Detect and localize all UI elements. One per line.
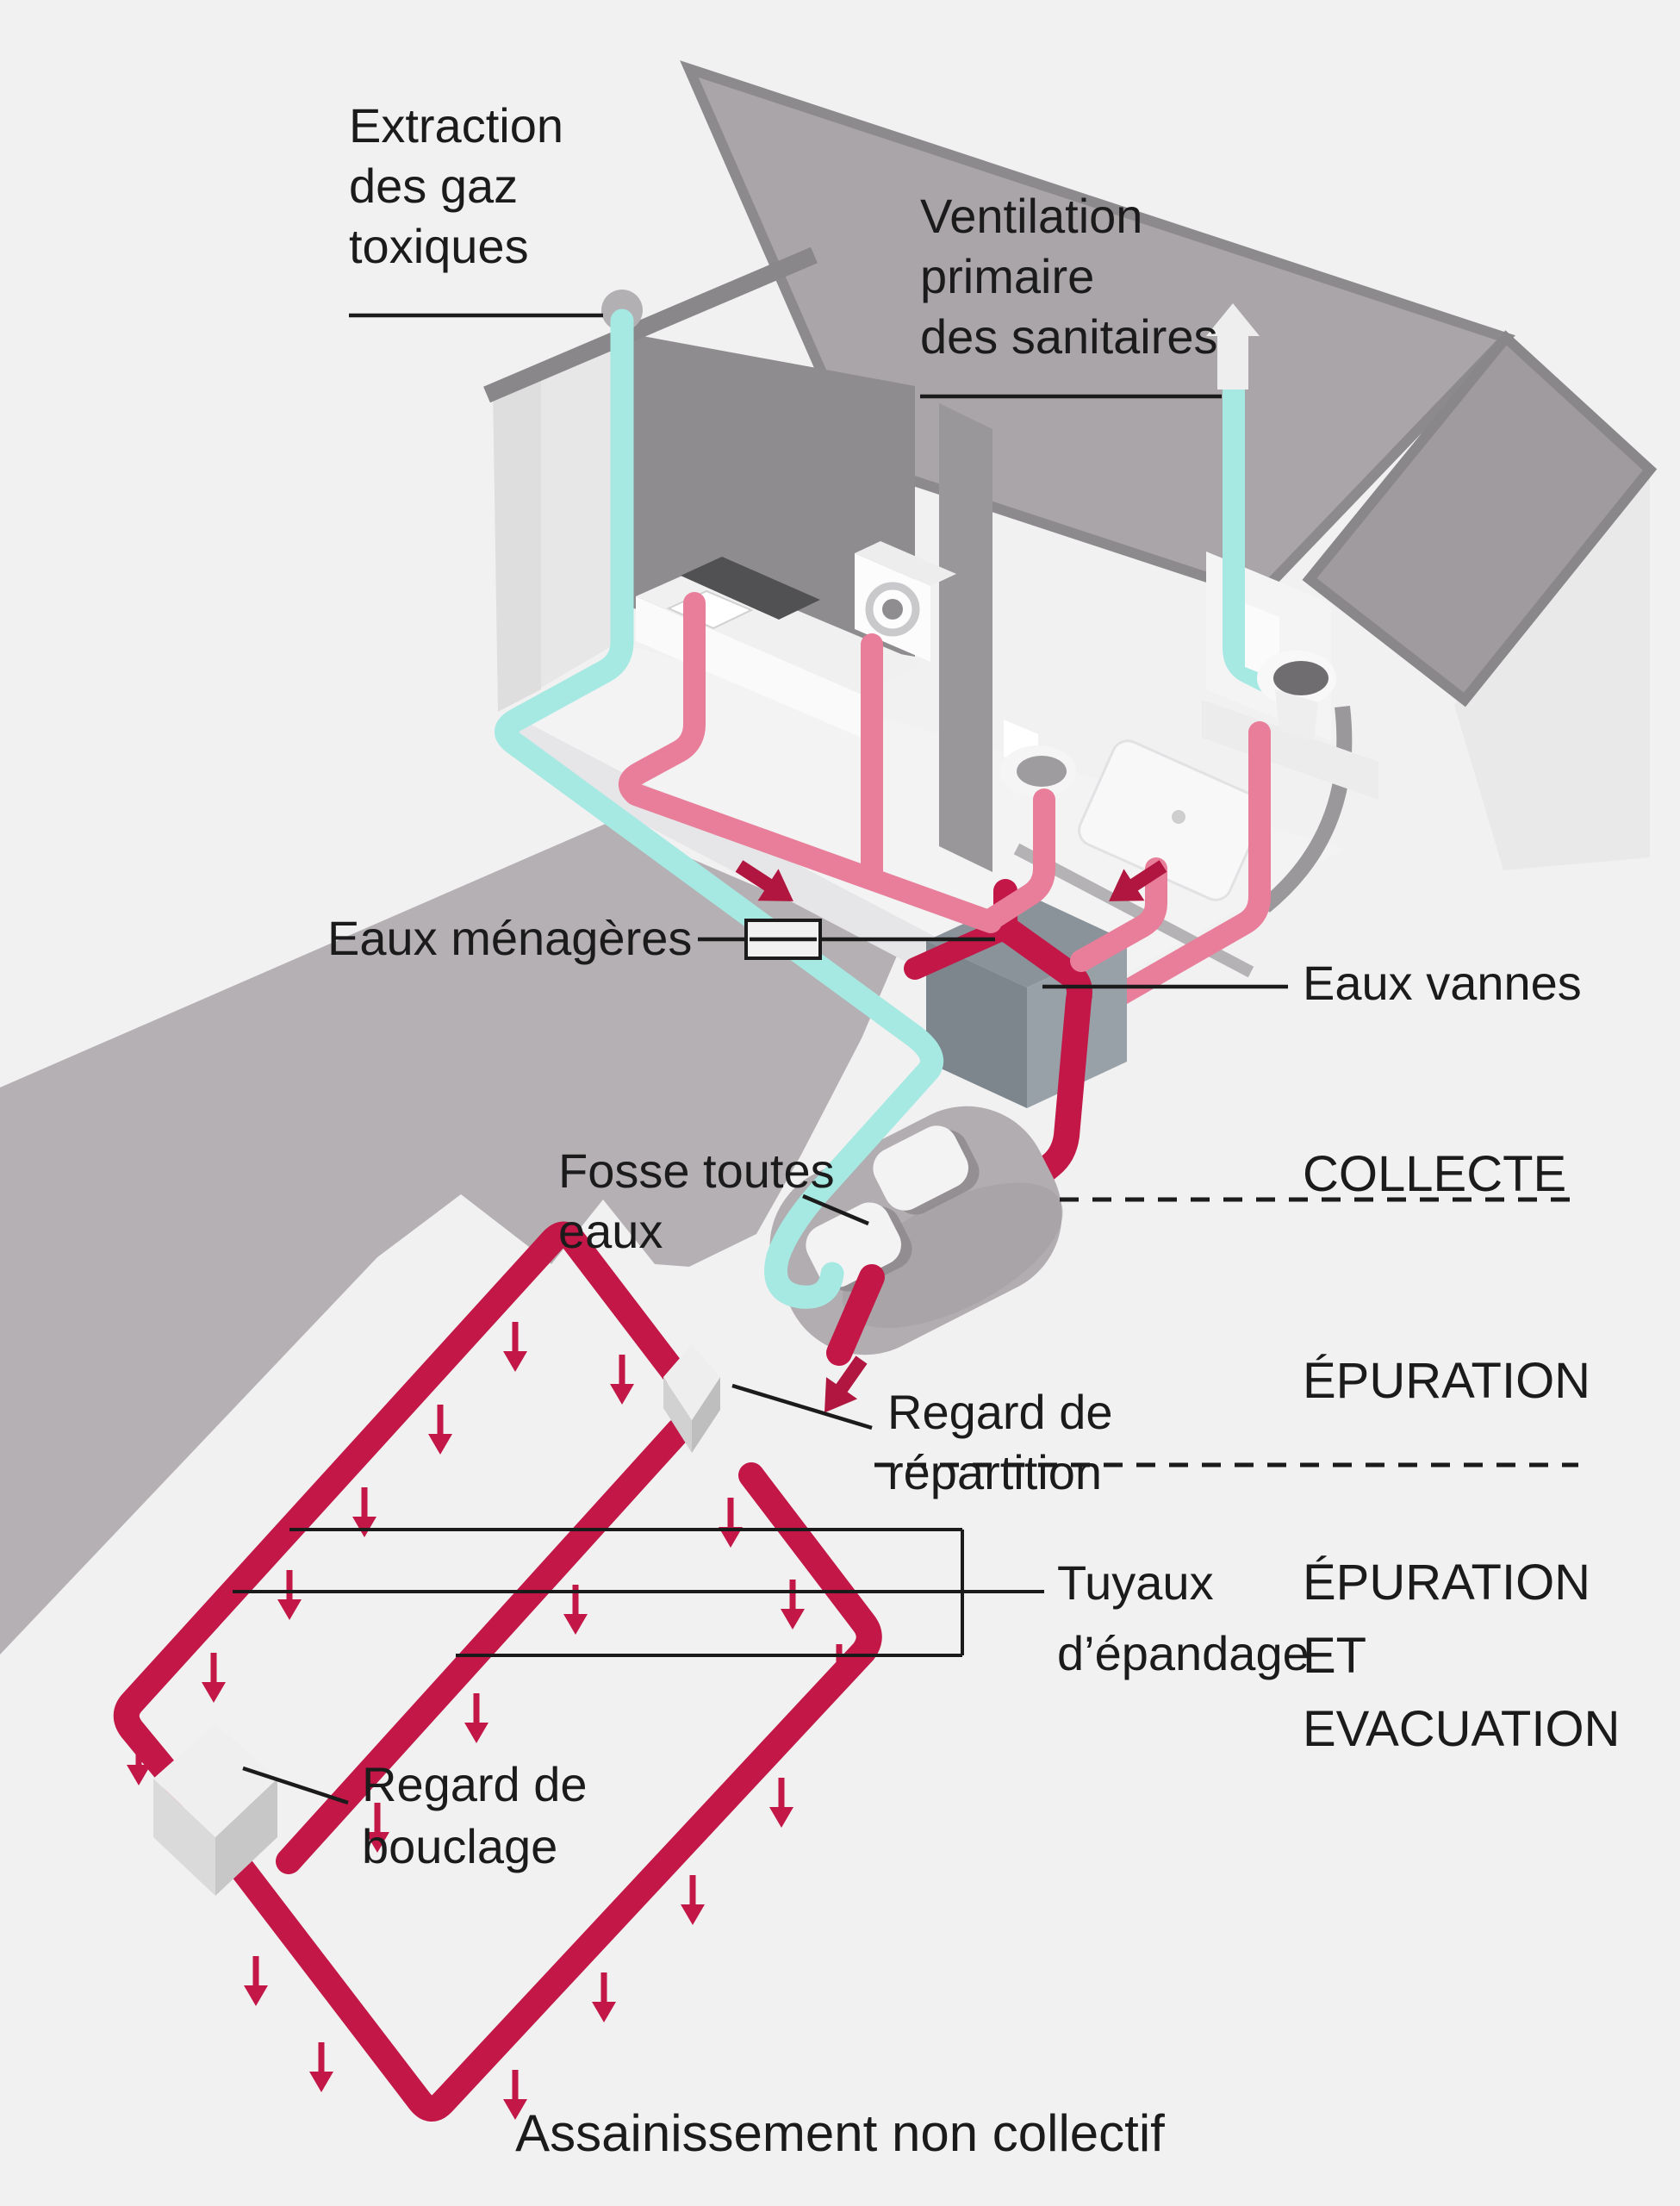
label-repartition-line1: Regard de (887, 1385, 1113, 1439)
vent-pipe-upstairs (1223, 375, 1276, 692)
tank-outlet-pipe (826, 1264, 885, 1366)
toilet-seat-opening (1017, 756, 1067, 787)
cube-right (692, 1377, 720, 1453)
infiltration-arrow (352, 1487, 376, 1537)
infiltration-arrow (503, 1322, 527, 1372)
gas-extraction-pipe (495, 308, 943, 1309)
sewage-main (992, 915, 1092, 1195)
epandage-field (113, 1221, 882, 2122)
toilet-seat-opening (1273, 661, 1328, 695)
label-fosse-line2: eaux (558, 1204, 663, 1258)
regard-repartition (663, 1344, 720, 1453)
infiltration-arrow (681, 1875, 705, 1925)
label-fosse-line1: Fosse toutes (558, 1144, 835, 1198)
epandage-pipe-middle (276, 1418, 692, 1874)
upstairs-floor (1202, 700, 1378, 800)
zone-epuration-evacuation-line2: ET (1303, 1628, 1366, 1684)
greywater-pipes (619, 592, 1167, 972)
labels: Extraction des gaz toxiques Ventilation … (327, 98, 1620, 2162)
house (483, 60, 1658, 1047)
infiltration-arrow (127, 1736, 151, 1785)
infiltration-arrow (464, 1693, 488, 1743)
washing-machine-top (855, 541, 956, 586)
zone-collecte: COLLECTE (1303, 1146, 1566, 1202)
tank-shade (842, 1182, 1063, 1328)
pipe-shower (1070, 857, 1167, 972)
cube-top (153, 1723, 277, 1837)
pipe-toilet-ground (981, 788, 1055, 930)
flow-arrow (1109, 860, 1167, 901)
left-roof-fascia (483, 246, 818, 403)
curved-bathroom-wall (1260, 705, 1353, 913)
washing-machine-door (865, 582, 920, 637)
toilet-upstairs (1245, 603, 1336, 741)
zone-epuration-evacuation-line1: ÉPURATION (1303, 1555, 1590, 1611)
shower-drain (1172, 810, 1185, 824)
infiltration-arrow (365, 1803, 389, 1853)
label-eaux-vannes: Eaux vannes (1303, 956, 1582, 1010)
infiltration-arrow (827, 1644, 851, 1694)
terrain-band (0, 823, 900, 1654)
label-extraction-line2: des gaz (349, 159, 518, 213)
pipe-toilet-upstairs (1053, 721, 1271, 1038)
flow-arrow (735, 860, 793, 901)
bathroom (1000, 705, 1353, 913)
toilet-base (1275, 689, 1318, 741)
regard-bouclage (153, 1723, 277, 1896)
label-tuyaux-line1: Tuyaux (1057, 1555, 1214, 1610)
infiltration-arrows (127, 1322, 851, 2120)
leader-fosse (802, 1193, 869, 1226)
foundation-left (926, 941, 1027, 1108)
leader-repartition (731, 1383, 873, 1430)
left-gable-wall (493, 362, 541, 712)
leader-bouclage (242, 1766, 349, 1805)
infiltration-arrow (202, 1653, 226, 1703)
leader-lines (242, 313, 1288, 1805)
tank-lid (873, 1125, 969, 1211)
cube-left (153, 1779, 215, 1896)
infiltration-arrow (503, 2070, 527, 2120)
tuyaux-bracket (233, 1528, 1044, 1657)
right-gable-wall (1454, 470, 1650, 870)
cube-top (663, 1344, 720, 1420)
flow-arrows (735, 860, 1167, 1413)
infiltration-arrow (592, 1972, 616, 2022)
infiltration-arrow (309, 2042, 333, 2092)
infiltration-arrow (244, 1956, 268, 2006)
pipe-kitchen-sink (619, 592, 1002, 933)
washing-machine-door-glass (882, 599, 903, 620)
label-ventilation-line1: Ventilation (920, 189, 1142, 243)
epandage-pipe-south-east (218, 1462, 882, 2122)
partition-wall (939, 403, 992, 872)
cooktop (681, 557, 820, 620)
label-extraction-line3: toxiques (349, 219, 529, 273)
label-ventilation-line2: primaire (920, 249, 1094, 303)
secondary-roof (1302, 330, 1658, 707)
infiltration-arrow (610, 1355, 634, 1405)
toilet-ground-floor (1000, 720, 1076, 797)
cube-right (215, 1779, 277, 1896)
infiltration-arrow (781, 1580, 805, 1630)
zone-epuration: ÉPURATION (1303, 1353, 1590, 1409)
label-tuyaux-line2: d’épandage (1057, 1626, 1310, 1680)
label-bouclage-line1: Regard de (362, 1757, 588, 1811)
diagram-title: Assainissement non collectif (515, 2104, 1165, 2162)
epandage-pipe-north-west (113, 1221, 687, 1806)
label-ventilation-line3: des sanitaires (920, 309, 1218, 364)
roof-vent (1206, 303, 1260, 389)
zone-epuration-evacuation-line3: EVACUATION (1303, 1701, 1620, 1757)
sewage-branch (904, 917, 1017, 980)
label-eaux-menageres: Eaux ménagères (327, 911, 692, 965)
label-extraction-line1: Extraction (349, 98, 563, 153)
infiltration-arrow (769, 1778, 793, 1828)
left-inner-wall (541, 329, 633, 688)
label-repartition-line2: répartition (887, 1445, 1102, 1499)
cube-left (663, 1377, 692, 1453)
flow-arrow (824, 1355, 868, 1413)
infiltration-arrow (428, 1405, 452, 1455)
label-bouclage-line2: bouclage (362, 1819, 557, 1873)
